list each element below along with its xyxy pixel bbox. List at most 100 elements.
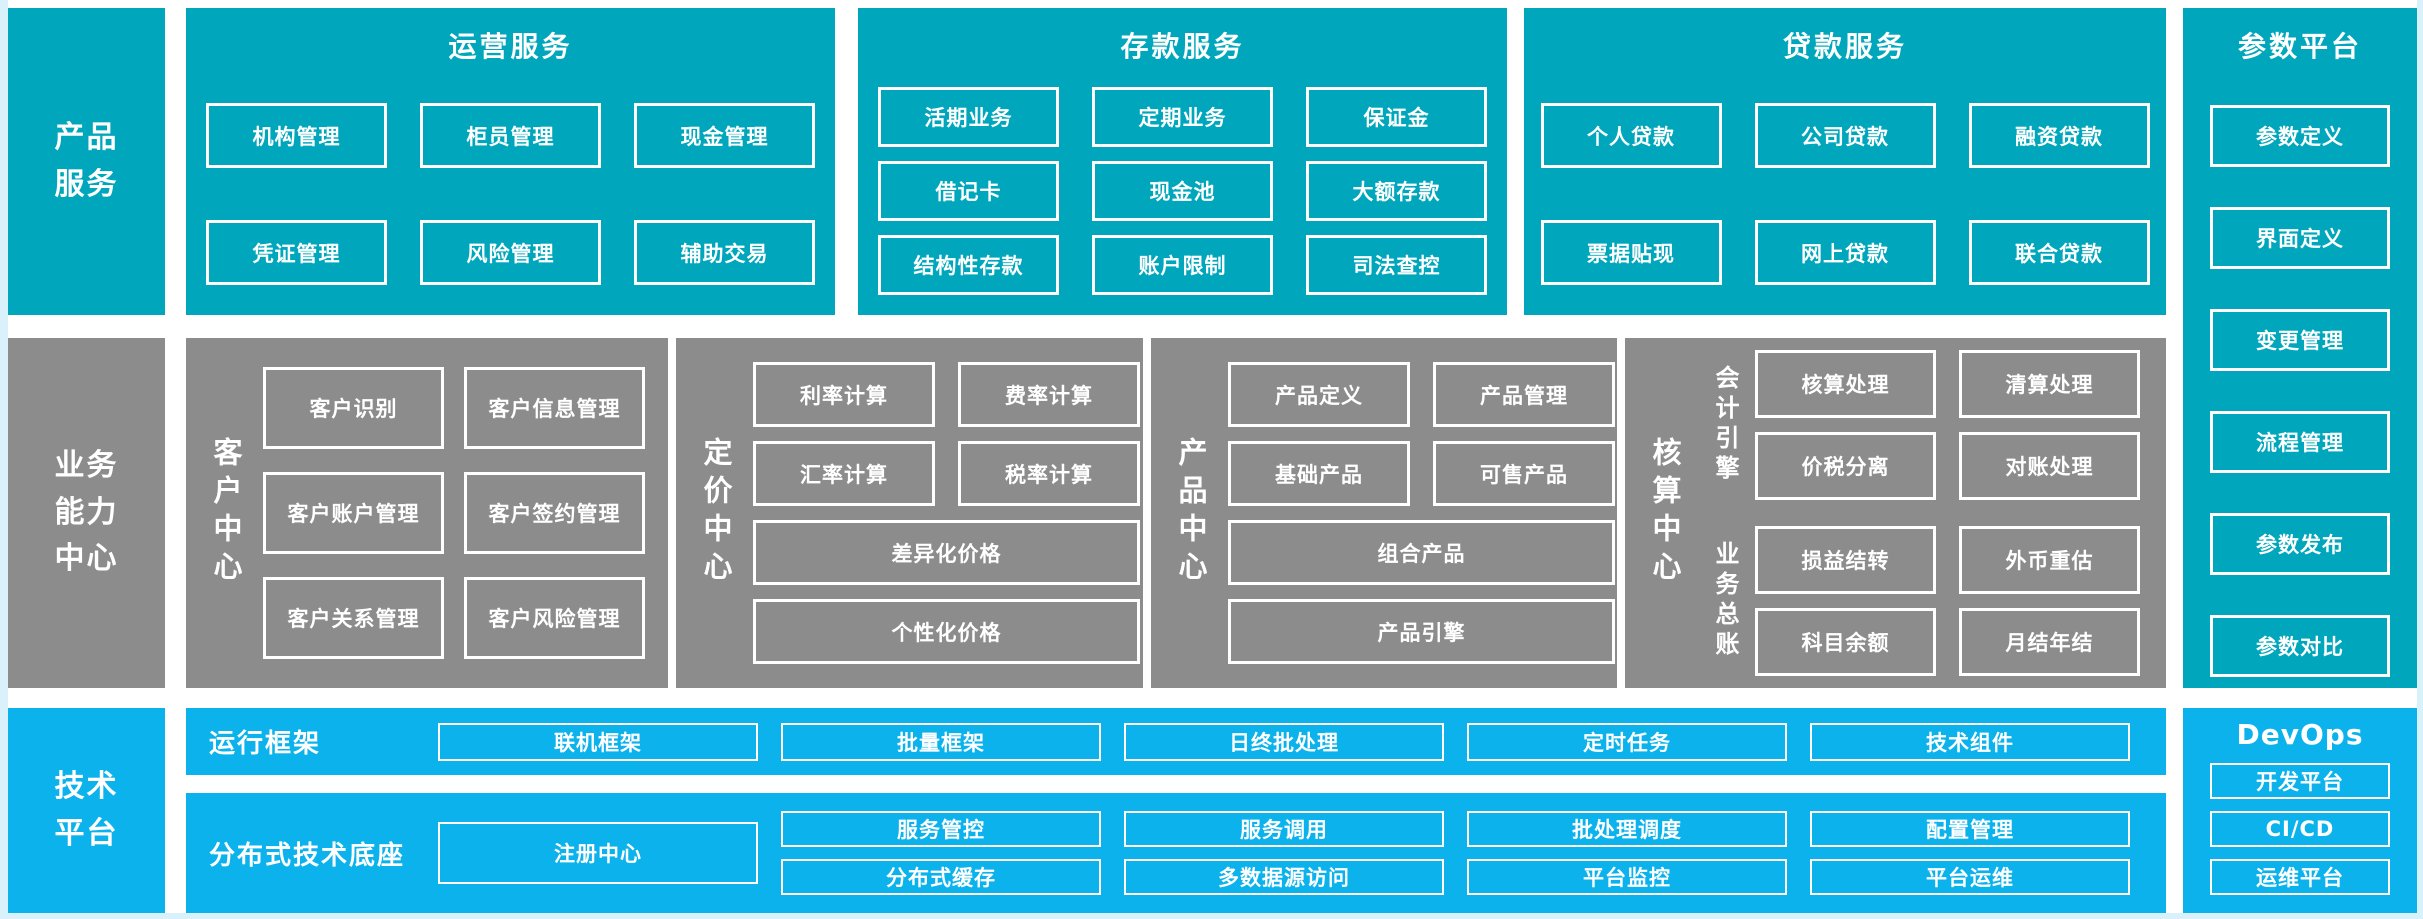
diagram-box-structured-deposit: 结构性存款 xyxy=(878,235,1059,295)
diagram-box-parameter-release: 参数发布 xyxy=(2210,513,2390,575)
panel-title-deposit: 存款服务 xyxy=(1120,30,1245,63)
diagram-box-product-engine: 产品引擎 xyxy=(1228,599,1615,664)
diagram-box-customer-risk-management: 客户风险管理 xyxy=(464,577,645,659)
panel-product-center: 产品中心 产品定义 产品管理 基础产品 可售产品 组合产品 产品引擎 xyxy=(1151,338,1617,688)
diagram-box-profit-loss-carryover: 损益结转 xyxy=(1755,526,1936,594)
diagram-box-cash-pool: 现金池 xyxy=(1092,161,1273,221)
diagram-box-service-invocation: 服务调用 xyxy=(1124,811,1444,847)
operations-box-grid: 机构管理 柜员管理 现金管理 凭证管理 风险管理 辅助交易 xyxy=(186,103,835,285)
diagram-box-process-management: 流程管理 xyxy=(2210,411,2390,473)
panel-parameter-platform: 参数平台 参数定义 界面定义 变更管理 流程管理 参数发布 参数对比 xyxy=(2183,8,2417,688)
diagram-box-fee-rate-calc: 费率计算 xyxy=(958,362,1140,427)
diagram-box-customer-contract-management: 客户签约管理 xyxy=(464,472,645,554)
business-ledger-grid: 损益结转 外币重估 科目余额 月结年结 xyxy=(1755,526,2140,676)
panel-title-parameter-platform: 参数平台 xyxy=(2237,30,2362,63)
panel-title-devops: DevOps xyxy=(2236,718,2364,751)
diagram-box-distributed-cache: 分布式缓存 xyxy=(781,859,1101,895)
diagram-box-service-governance: 服务管控 xyxy=(781,811,1101,847)
diagram-box-interest-rate-calc: 利率计算 xyxy=(753,362,935,427)
diagram-box-margin: 保证金 xyxy=(1306,87,1487,147)
distributed-base-grid: 服务管控 服务调用 批处理调度 配置管理 分布式缓存 多数据源访问 平台监控 平… xyxy=(781,811,2130,895)
vertical-label-accounting-engine: 会计引擎 xyxy=(1711,365,1739,485)
panel-customer-center: 客户中心 客户识别 客户信息管理 客户账户管理 客户签约管理 客户关系管理 客户… xyxy=(186,338,668,688)
panel-loan-services: 贷款服务 个人贷款 公司贷款 融资贷款 票据贴现 网上贷款 联合贷款 xyxy=(1524,8,2166,315)
diagram-box-customer-account-management: 客户账户管理 xyxy=(263,472,444,554)
diagram-box-personal-loan: 个人贷款 xyxy=(1540,103,1722,168)
diagram-box-sellable-product: 可售产品 xyxy=(1433,441,1615,506)
page-edge-right xyxy=(2417,0,2423,919)
diagram-box-parameter-compare: 参数对比 xyxy=(2210,615,2390,677)
diagram-box-customer-identification: 客户识别 xyxy=(263,367,444,449)
diagram-box-org-management: 机构管理 xyxy=(206,103,387,168)
page-edge-left xyxy=(0,0,8,919)
panel-runtime-framework: 运行框架 联机框架 批量框架 日终批处理 定时任务 技术组件 xyxy=(186,708,2166,775)
diagram-box-platform-operations: 平台运维 xyxy=(1810,859,2130,895)
panel-distributed-tech-base: 分布式技术底座 注册中心 服务管控 服务调用 批处理调度 配置管理 分布式缓存 … xyxy=(186,793,2166,913)
panel-operations-services: 运营服务 机构管理 柜员管理 现金管理 凭证管理 风险管理 辅助交易 xyxy=(186,8,835,315)
vertical-label-product-center: 产品中心 xyxy=(1174,437,1208,589)
panel-title-loan: 贷款服务 xyxy=(1782,30,1907,63)
diagram-box-clearing-processing: 清算处理 xyxy=(1959,350,2140,418)
page-edge-bottom xyxy=(0,913,2423,919)
runtime-box-row: 联机框架 批量框架 日终批处理 定时任务 技术组件 xyxy=(438,722,2130,761)
diagram-box-batch-framework: 批量框架 xyxy=(781,722,1101,761)
pricing-box-grid: 利率计算 费率计算 汇率计算 税率计算 差异化价格 个性化价格 xyxy=(753,362,1140,664)
diagram-box-time-deposit: 定期业务 xyxy=(1092,87,1273,147)
side-label-business-capability-center: 业务 能力 中心 xyxy=(8,338,165,688)
diagram-box-teller-management: 柜员管理 xyxy=(420,103,601,168)
diagram-box-ui-definition: 界面定义 xyxy=(2210,207,2390,269)
diagram-box-product-definition: 产品定义 xyxy=(1228,362,1410,427)
row-label-runtime-framework: 运行框架 xyxy=(209,729,322,759)
diagram-box-corporate-loan: 公司贷款 xyxy=(1754,103,1936,168)
diagram-box-technical-component: 技术组件 xyxy=(1810,722,2130,761)
diagram-box-subject-balance: 科目余额 xyxy=(1755,608,1936,676)
diagram-box-exchange-rate-calc: 汇率计算 xyxy=(753,441,935,506)
diagram-box-foreign-currency-revaluation: 外币重估 xyxy=(1959,526,2140,594)
diagram-box-product-management: 产品管理 xyxy=(1433,362,1615,427)
panel-title-operations: 运营服务 xyxy=(448,30,573,63)
diagram-box-monthly-yearly-closing: 月结年结 xyxy=(1959,608,2140,676)
diagram-box-registry-center: 注册中心 xyxy=(438,822,758,884)
diagram-box-batch-scheduling: 批处理调度 xyxy=(1467,811,1787,847)
diagram-box-platform-monitoring: 平台监控 xyxy=(1467,859,1787,895)
diagram-box-reconciliation: 对账处理 xyxy=(1959,432,2140,500)
customer-box-grid: 客户识别 客户信息管理 客户账户管理 客户签约管理 客户关系管理 客户风险管理 xyxy=(263,367,645,659)
diagram-box-multi-datasource-access: 多数据源访问 xyxy=(1124,859,1444,895)
diagram-box-online-loan: 网上贷款 xyxy=(1754,220,1936,285)
panel-pricing-center: 定价中心 利率计算 费率计算 汇率计算 税率计算 差异化价格 个性化价格 xyxy=(676,338,1143,688)
diagram-box-debit-card: 借记卡 xyxy=(878,161,1059,221)
diagram-box-tax-rate-calc: 税率计算 xyxy=(958,441,1140,506)
diagram-box-personalized-pricing: 个性化价格 xyxy=(753,599,1140,664)
accounting-groups: 会计引擎 核算处理 清算处理 价税分离 对账处理 业务总账 损益结转 外币重估 … xyxy=(1702,350,2140,676)
diagram-box-customer-info-management: 客户信息管理 xyxy=(464,367,645,449)
diagram-box-ops-platform: 运维平台 xyxy=(2210,859,2390,895)
diagram-box-demand-deposit: 活期业务 xyxy=(878,87,1059,147)
panel-devops: DevOps 开发平台 CI/CD 运维平台 xyxy=(2183,708,2417,913)
diagram-box-voucher-management: 凭证管理 xyxy=(206,220,387,285)
business-ledger-group: 业务总账 损益结转 外币重估 科目余额 月结年结 xyxy=(1702,526,2140,676)
diagram-box-accounting-processing: 核算处理 xyxy=(1755,350,1936,418)
diagram-box-price-tax-separation: 价税分离 xyxy=(1755,432,1936,500)
deposit-box-grid: 活期业务 定期业务 保证金 借记卡 现金池 大额存款 结构性存款 账户限制 司法… xyxy=(858,87,1507,295)
accounting-engine-grid: 核算处理 清算处理 价税分离 对账处理 xyxy=(1755,350,2140,500)
diagram-box-judicial-control: 司法查控 xyxy=(1306,235,1487,295)
diagram-box-customer-relation-management: 客户关系管理 xyxy=(263,577,444,659)
diagram-box-parameter-definition: 参数定义 xyxy=(2210,105,2390,167)
diagram-box-financing-loan: 融资贷款 xyxy=(1968,103,2150,168)
loan-box-grid: 个人贷款 公司贷款 融资贷款 票据贴现 网上贷款 联合贷款 xyxy=(1524,103,2166,285)
diagram-box-differentiated-pricing: 差异化价格 xyxy=(753,520,1140,585)
diagram-box-scheduled-task: 定时任务 xyxy=(1467,722,1787,761)
diagram-box-risk-management: 风险管理 xyxy=(420,220,601,285)
diagram-box-cash-management: 现金管理 xyxy=(634,103,815,168)
product-box-grid: 产品定义 产品管理 基础产品 可售产品 组合产品 产品引擎 xyxy=(1228,362,1615,664)
side-label-technology-platform: 技术 平台 xyxy=(8,708,165,913)
vertical-label-business-ledger: 业务总账 xyxy=(1711,541,1739,661)
vertical-label-pricing-center: 定价中心 xyxy=(699,437,733,589)
side-label-product-services: 产品 服务 xyxy=(8,8,165,315)
diagram-box-change-management: 变更管理 xyxy=(2210,309,2390,371)
panel-accounting-center: 核算中心 会计引擎 核算处理 清算处理 价税分离 对账处理 业务总账 损益结转 … xyxy=(1625,338,2166,688)
diagram-box-large-deposit: 大额存款 xyxy=(1306,161,1487,221)
diagram-box-auxiliary-transaction: 辅助交易 xyxy=(634,220,815,285)
row-label-distributed-tech-base: 分布式技术底座 xyxy=(209,840,406,871)
